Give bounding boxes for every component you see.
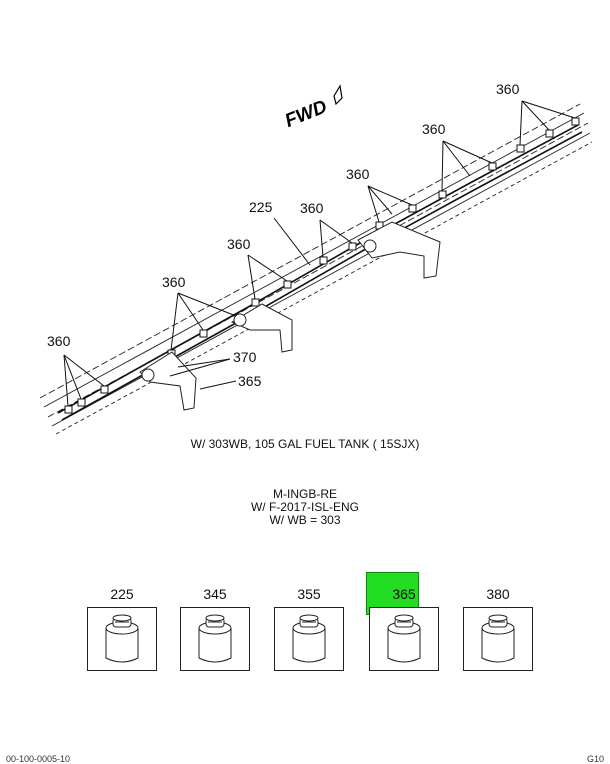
config-note: W/ WB = 303 [269, 513, 341, 527]
part-225[interactable]: 225 [87, 586, 157, 671]
part-number: 365 [392, 586, 416, 602]
callout-360: 360 [227, 236, 251, 252]
part-345[interactable]: 345 [180, 586, 250, 671]
callout-360: 360 [422, 121, 446, 137]
diagram-caption: W/ 303WB, 105 GAL FUEL TANK ( 15SJX) [190, 437, 420, 451]
cylinder-part-icon [198, 614, 232, 663]
fuel-line-diagram: FWD 360 360 360 225 360 360 360 360 370 … [39, 81, 593, 435]
callout-360: 360 [346, 166, 370, 182]
part-365[interactable]: 365 [366, 572, 439, 671]
config-note: M-INGB-RE [273, 487, 337, 501]
cylinder-part-icon [481, 614, 515, 663]
config-note: W/ F-2017-ISL-ENG [250, 500, 360, 514]
part-number: 355 [297, 586, 321, 602]
part-thumbnail[interactable] [87, 607, 157, 671]
callout-360: 360 [300, 200, 324, 216]
fwd-label: FWD [282, 96, 330, 132]
part-thumbnail[interactable] [463, 607, 533, 671]
footer-code: 00-100-0005-10 [6, 754, 71, 764]
part-number: 380 [486, 586, 510, 602]
fuel-lines [57, 124, 583, 421]
cylinder-part-icon [292, 614, 326, 663]
part-thumbnail[interactable] [274, 607, 344, 671]
part-number: 345 [203, 586, 227, 602]
leader-lines [63, 100, 576, 407]
configuration-notes: M-INGB-RE W/ F-2017-ISL-ENG W/ WB = 303 [0, 488, 610, 527]
callout-225: 225 [249, 199, 273, 215]
callout-365: 365 [238, 373, 262, 389]
callout-360: 360 [162, 274, 186, 290]
frame-brackets [139, 221, 441, 411]
forward-arrow-icon [333, 84, 343, 106]
part-thumbnail[interactable] [369, 607, 439, 671]
cylinder-part-icon [387, 614, 421, 663]
callout-360: 360 [496, 81, 520, 97]
callout-370: 370 [233, 349, 257, 365]
forward-direction-indicator: FWD [282, 84, 343, 132]
part-355[interactable]: 355 [274, 586, 344, 671]
part-number: 225 [110, 586, 134, 602]
part-thumbnail[interactable] [180, 607, 250, 671]
part-380[interactable]: 380 [463, 586, 533, 671]
line-clips [64, 117, 580, 414]
callout-360: 360 [47, 333, 71, 349]
cylinder-part-icon [105, 614, 139, 663]
footer-page: G10 [586, 754, 604, 764]
callout-labels: 360 360 360 225 360 360 360 360 370 365 [47, 81, 520, 389]
